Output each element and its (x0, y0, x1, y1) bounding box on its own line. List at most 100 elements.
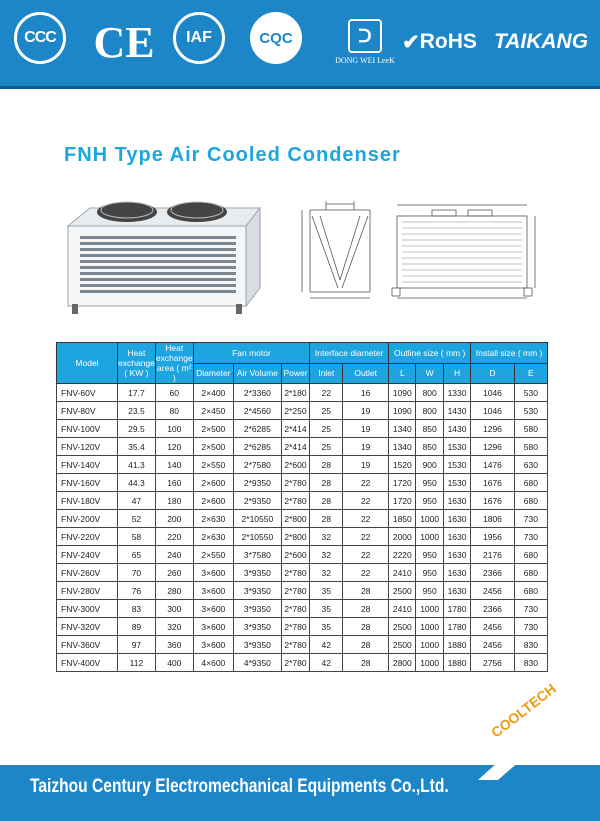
table-cell: 3×600 (192, 635, 234, 654)
table-cell: 530 (513, 383, 549, 402)
table-cell: 1956 (470, 527, 515, 546)
table-cell: FNV-400V (56, 653, 118, 672)
table-cell: 3*7580 (232, 545, 282, 564)
table-cell: 800 (415, 401, 444, 420)
table-cell: 35 (309, 617, 344, 636)
table-cell: 320 (154, 617, 194, 636)
table-cell: 280 (154, 581, 194, 600)
table-cell: FNV-240V (56, 545, 118, 564)
dongwei-text: DONG WEI LeeK (335, 56, 395, 65)
table-cell: 850 (415, 419, 444, 438)
table-cell: 2×630 (192, 509, 234, 528)
table-cell: 19 (342, 455, 390, 474)
table-cell: 52 (117, 509, 156, 528)
table-cell: 32 (309, 545, 344, 564)
table-cell: 65 (117, 545, 156, 564)
table-cell: 28 (342, 653, 390, 672)
rohs-logo: ✔RoHS (397, 12, 482, 72)
table-cell: 950 (415, 563, 444, 582)
table-cell: 47 (117, 491, 156, 510)
table-cell: 2500 (388, 617, 417, 636)
table-cell: 16 (342, 383, 390, 402)
table-cell: 2*780 (280, 473, 311, 492)
table-cell: 28 (309, 509, 344, 528)
table-cell: 580 (513, 437, 549, 456)
table-cell: 1330 (442, 383, 472, 402)
table-cell: 32 (309, 527, 344, 546)
table-cell: 220 (154, 527, 194, 546)
table-cell: 1530 (442, 437, 472, 456)
table-cell: 2×400 (192, 383, 234, 402)
table-cell: 1046 (470, 401, 515, 420)
table-cell: 1430 (442, 419, 472, 438)
table-cell: 850 (415, 437, 444, 456)
table-cell: 1850 (388, 509, 417, 528)
table-cell: 25 (309, 437, 344, 456)
table-cell: 140 (154, 455, 194, 474)
table-cell: 22 (342, 509, 390, 528)
table-cell: 2410 (388, 563, 417, 582)
technical-drawing (301, 201, 536, 299)
iaf-logo: IAF (173, 12, 225, 64)
table-cell: 2410 (388, 599, 417, 618)
table-cell: 60 (154, 383, 194, 402)
col-fan-motor: Fan motor (192, 342, 311, 364)
table-cell: 2*9350 (232, 491, 282, 510)
cqc-logo: CQC (250, 12, 302, 64)
table-cell: 2*780 (280, 617, 311, 636)
table-cell: 29.5 (117, 419, 156, 438)
table-cell: 400 (154, 653, 194, 672)
table-cell: FNV-120V (56, 437, 118, 456)
table-cell: 42 (309, 653, 344, 672)
table-cell: 28 (342, 581, 390, 600)
dongwei-logo: ᑐ DONG WEI LeeK (320, 12, 410, 72)
table-cell: 22 (342, 473, 390, 492)
table-cell: 240 (154, 545, 194, 564)
table-cell: FNV-260V (56, 563, 118, 582)
sub-e: E (513, 362, 549, 384)
table-cell: 1340 (388, 437, 417, 456)
table-cell: 300 (154, 599, 194, 618)
table-cell: 2×550 (192, 455, 234, 474)
table-cell: 2*780 (280, 635, 311, 654)
table-cell: 25 (309, 401, 344, 420)
table-cell: 1720 (388, 473, 417, 492)
sub-outlet: Outlet (342, 362, 390, 384)
table-cell: 1340 (388, 419, 417, 438)
table-cell: 2220 (388, 545, 417, 564)
table-cell: 28 (309, 455, 344, 474)
table-cell: 3*9350 (232, 635, 282, 654)
table-cell: 1780 (442, 617, 472, 636)
table-cell: 1000 (415, 599, 444, 618)
table-cell: 28 (309, 473, 344, 492)
table-cell: 680 (513, 491, 549, 510)
col-heat-exchange: Heat exchange ( KW ) (117, 342, 156, 384)
table-cell: 950 (415, 545, 444, 564)
condenser-photo (66, 201, 262, 314)
table-cell: 1296 (470, 419, 515, 438)
table-cell: 2756 (470, 653, 515, 672)
table-cell: FNV-320V (56, 617, 118, 636)
ccc-logo: CCC (14, 12, 66, 64)
table-cell: 1530 (442, 455, 472, 474)
table-cell: 2*4560 (232, 401, 282, 420)
table-cell: 2*780 (280, 653, 311, 672)
table-cell: 1630 (442, 545, 472, 564)
table-cell: 1296 (470, 437, 515, 456)
table-cell: 32 (309, 563, 344, 582)
table-cell: 730 (513, 617, 549, 636)
header-divider (0, 86, 600, 89)
table-cell: 1630 (442, 509, 472, 528)
page-title: FNH Type Air Cooled Condenser (64, 144, 401, 166)
table-cell: 35.4 (117, 437, 156, 456)
table-cell: FNV-80V (56, 401, 118, 420)
table-cell: FNV-220V (56, 527, 118, 546)
table-cell: 2456 (470, 635, 515, 654)
table-cell: 28 (342, 617, 390, 636)
